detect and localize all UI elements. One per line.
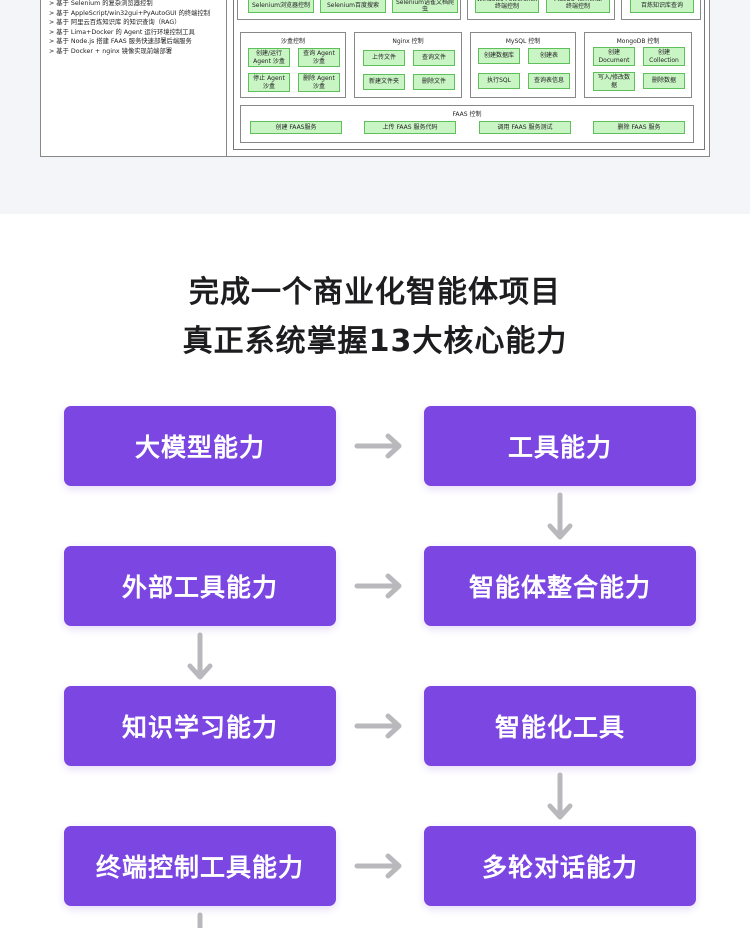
arrow-right-icon <box>354 573 402 599</box>
tool-button: 创建数据库 <box>478 48 520 64</box>
arrow-right-icon <box>354 713 402 739</box>
tool-button: Selenium百度搜索 <box>320 0 386 13</box>
ability-box: 外部工具能力 <box>64 546 336 626</box>
arrow-down-icon <box>187 632 213 680</box>
ability-box: 多轮对话能力 <box>424 826 696 906</box>
tool-button: 创建表 <box>528 48 570 64</box>
tool-button: 上传文件 <box>363 50 405 66</box>
mongodb-control-group: MongoDB 控制 创建 Document 创建 Collection 写入/… <box>584 32 692 98</box>
architecture-diagram: > 基于 Selenium 的复杂浏览器控制 > 基于 AppleScript/… <box>40 0 710 157</box>
tools-panel: Selenium浏览器控制 Selenium百度搜索 Selenium语雀文档爬… <box>233 0 705 150</box>
heading-line-1: 完成一个商业化智能体项目 <box>189 275 561 310</box>
ability-box: 工具能力 <box>424 406 696 486</box>
tool-button: 停止 Agent 沙盒 <box>248 73 290 92</box>
tool-button: Selenium浏览器控制 <box>248 0 314 13</box>
tool-button: 删除 Agent 沙盒 <box>298 73 340 92</box>
group-title: FAAS 控制 <box>452 111 482 118</box>
ability-box: 智能体整合能力 <box>424 546 696 626</box>
tool-button: 上传 FAAS 服务代码 <box>364 121 456 134</box>
tool-button: 百炼知识库查询 <box>630 0 694 13</box>
tool-button: 执行SQL <box>478 73 520 89</box>
tool-button: 创建/运行 Agent 沙盒 <box>248 48 290 67</box>
arrow-right-icon <box>354 433 402 459</box>
feature-item: > 基于 Docker + nginx 镜像实现前端部署 <box>49 47 173 55</box>
nginx-control-group: Nginx 控制 上传文件 查询文件 新建文件夹 删除文件 <box>354 32 462 98</box>
arrow-down-icon <box>547 772 573 820</box>
tool-button: 删除数据 <box>643 73 685 89</box>
feature-item: > 基于 Node.js 搭建 FAAS 服务快速部署后端服务 <box>49 38 192 45</box>
faas-control-group: FAAS 控制 创建 FAAS服务 上传 FAAS 服务代码 调用 FAAS 服… <box>240 105 694 143</box>
architecture-band: > 基于 Selenium 的复杂浏览器控制 > 基于 AppleScript/… <box>0 0 750 214</box>
tool-button: 删除文件 <box>413 74 455 90</box>
group-title: MongoDB 控制 <box>616 38 660 45</box>
feature-item: > 基于 Selenium 的复杂浏览器控制 <box>49 0 153 7</box>
tool-button: 创建 Document <box>593 47 635 66</box>
feature-item: > 基于 阿里云百炼知识库 的知识查询（RAG） <box>49 19 181 26</box>
tool-button: 查询文件 <box>413 50 455 66</box>
tool-button: MacOS Terminal 终端控制 <box>546 0 610 13</box>
group-title: 沙盒控制 <box>280 38 305 45</box>
feature-item: > 基于 AppleScript/win32gui+PyAutoGUI 的终端控… <box>49 9 211 17</box>
feature-list: > 基于 Selenium 的复杂浏览器控制 > 基于 AppleScript/… <box>41 0 227 156</box>
mysql-control-group: MySQL 控制 创建数据库 创建表 执行SQL 查询表信息 <box>470 32 576 98</box>
group-title: MySQL 控制 <box>505 38 541 45</box>
tool-button: 查询 Agent 沙盒 <box>298 48 340 67</box>
arrow-down-icon <box>547 492 573 540</box>
tool-button: 删除 FAAS 服务 <box>593 121 685 134</box>
tool-button: 写入/修改数 据 <box>593 72 635 91</box>
browser-control-group: Selenium浏览器控制 Selenium百度搜索 Selenium语雀文档爬… <box>237 0 461 20</box>
group-title: Nginx 控制 <box>392 38 424 45</box>
tool-button: 创建 Collection <box>643 47 685 66</box>
ability-box: 知识学习能力 <box>64 686 336 766</box>
feature-item: > 基于 Lima+Docker 的 Agent 运行环境控制工具 <box>49 28 195 36</box>
ability-box: 大模型能力 <box>64 406 336 486</box>
tool-button: 创建 FAAS服务 <box>250 121 342 134</box>
ability-box: 终端控制工具能力 <box>64 826 336 906</box>
terminal-control-group: Windows Powershell 终端控制 MacOS Terminal 终… <box>467 0 615 20</box>
arrow-down-icon <box>197 912 203 928</box>
tool-button: 新建文件夹 <box>363 74 405 90</box>
knowledge-group: 百炼知识库查询 <box>621 0 701 20</box>
tool-button: 查询表信息 <box>528 73 570 89</box>
arrow-right-icon <box>354 853 402 879</box>
tool-button: 调用 FAAS 服务测试 <box>479 121 571 134</box>
tool-button: Selenium语雀文档爬虫 <box>392 0 458 13</box>
ability-box: 智能化工具 <box>424 686 696 766</box>
tool-button: Windows Powershell 终端控制 <box>475 0 539 13</box>
heading-line-2: 真正系统掌握13大核心能力 <box>182 324 568 359</box>
sandbox-control-group: 沙盒控制 创建/运行 Agent 沙盒 查询 Agent 沙盒 停止 Agent… <box>240 32 346 98</box>
